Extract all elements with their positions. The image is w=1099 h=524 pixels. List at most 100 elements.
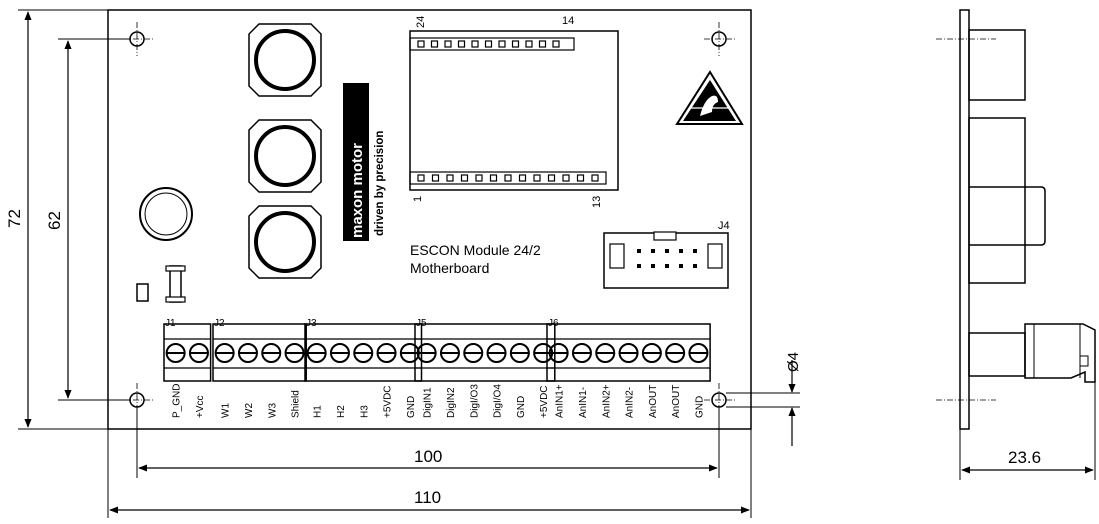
terminal-block-j1: J1P_GND +Vcc: [163, 318, 212, 418]
board-title-line2: Motherboard: [410, 260, 489, 276]
socket-pin: [417, 174, 425, 182]
socket-pin: [444, 40, 452, 48]
pin-label: AnIN2+: [601, 384, 612, 418]
brand-name: maxon motor: [349, 143, 366, 238]
socket-pin: [518, 174, 527, 182]
pin-label: +5VDC: [539, 385, 550, 418]
pin-label: AnIN1-: [578, 387, 589, 418]
pin-label: AnOUT: [671, 385, 682, 418]
j4-pin: [665, 264, 669, 268]
socket-pin: [498, 40, 506, 48]
terminal-label-j6: J6: [548, 318, 559, 329]
esd-warning-icon: [675, 70, 744, 125]
pin-label: H3: [359, 405, 370, 418]
socket-pin: [576, 174, 585, 182]
terminal-label-j1: J1: [165, 318, 176, 329]
brand-slogan: driven by precision: [374, 131, 386, 236]
pin-label: DigI/O4: [493, 384, 504, 418]
board-outline: [107, 9, 752, 430]
pin-label: +5VDC: [383, 385, 394, 418]
pin-label-1: 1: [412, 196, 424, 202]
socket-pin: [460, 174, 469, 182]
socket-pin: [457, 40, 466, 48]
pin-label: W1: [221, 403, 232, 418]
socket-pin: [538, 40, 547, 48]
inductor-3: [248, 205, 322, 279]
socket-pin: [489, 174, 498, 182]
socket-pin: [525, 40, 533, 48]
socket-pin: [552, 40, 560, 48]
socket-pin: [591, 174, 599, 182]
pin-label: GND: [516, 396, 527, 418]
pin-label: H1: [313, 405, 324, 418]
socket-pin: [471, 40, 479, 48]
side-view: 23.6: [936, 9, 1096, 480]
connector-j4-label: J4: [718, 220, 730, 232]
socket-pin: [547, 174, 556, 182]
socket-pin: [504, 174, 512, 182]
connector-j4: J4: [603, 220, 730, 289]
capacitor: [139, 187, 193, 241]
socket-pin: [562, 174, 570, 182]
j4-pin: [693, 249, 697, 253]
socket-pin: [430, 40, 439, 48]
pin-label: Shield: [291, 390, 302, 418]
pin-label: GND: [694, 396, 705, 418]
connector-j4-pins: [637, 249, 697, 268]
mounting-hole-bottom-right: [704, 383, 736, 417]
pin-label: AnIN2-: [625, 387, 636, 418]
pin-label: H2: [336, 405, 347, 418]
pin-label: +Vcc: [195, 395, 206, 418]
pin-label: DigIN2: [446, 387, 457, 418]
pin-label-24: 24: [415, 16, 427, 28]
socket-pin-row-bottom: [417, 174, 599, 182]
socket-pin: [446, 174, 454, 182]
dim-width-overall: 110: [414, 488, 441, 507]
board-title-line1: ESCON Module 24/2: [410, 242, 541, 258]
led: [136, 283, 149, 302]
socket-pin: [484, 40, 493, 48]
j4-pin: [637, 264, 641, 268]
module-socket: 24 14 1 13: [409, 15, 619, 208]
j4-pin: [637, 249, 641, 253]
pin-label: DigI/O3: [469, 384, 480, 418]
j4-pin: [679, 264, 683, 268]
fuse: [165, 265, 186, 303]
j4-pin: [679, 249, 683, 253]
socket-pin-row-top: [417, 40, 560, 48]
pin-label: AnOUT: [648, 385, 659, 418]
socket-pin: [417, 40, 425, 48]
pin-label: AnIN1+: [555, 384, 566, 418]
j4-pin: [693, 264, 697, 268]
pin-label: W3: [267, 403, 278, 418]
j4-pin: [665, 249, 669, 253]
inductor-2: [248, 119, 322, 193]
socket-pin: [431, 174, 440, 182]
dim-height-holes: 62: [45, 211, 64, 230]
pin-label: P_GND: [172, 384, 183, 418]
pin-label-14: 14: [562, 15, 574, 27]
socket-pin: [511, 40, 520, 48]
pin-label: W2: [244, 403, 255, 418]
terminal-label-j2: J2: [214, 318, 225, 329]
dim-hole-diameter: Ø4: [785, 352, 802, 372]
j4-pin: [651, 264, 655, 268]
pin-label-13: 13: [591, 196, 603, 208]
terminal-label-j5: J5: [416, 318, 427, 329]
inductor-1: [248, 23, 322, 97]
brand-logo: maxon motor driven by precision: [343, 83, 386, 241]
pin-label: GND: [406, 396, 417, 418]
dim-width-holes: 100: [414, 447, 442, 466]
socket-pin: [475, 174, 483, 182]
socket-pin: [533, 174, 541, 182]
terminal-label-j3: J3: [306, 318, 317, 329]
pin-label: DigIN1: [423, 387, 434, 418]
dim-side-depth: 23.6: [1008, 448, 1041, 467]
j4-pin: [651, 249, 655, 253]
